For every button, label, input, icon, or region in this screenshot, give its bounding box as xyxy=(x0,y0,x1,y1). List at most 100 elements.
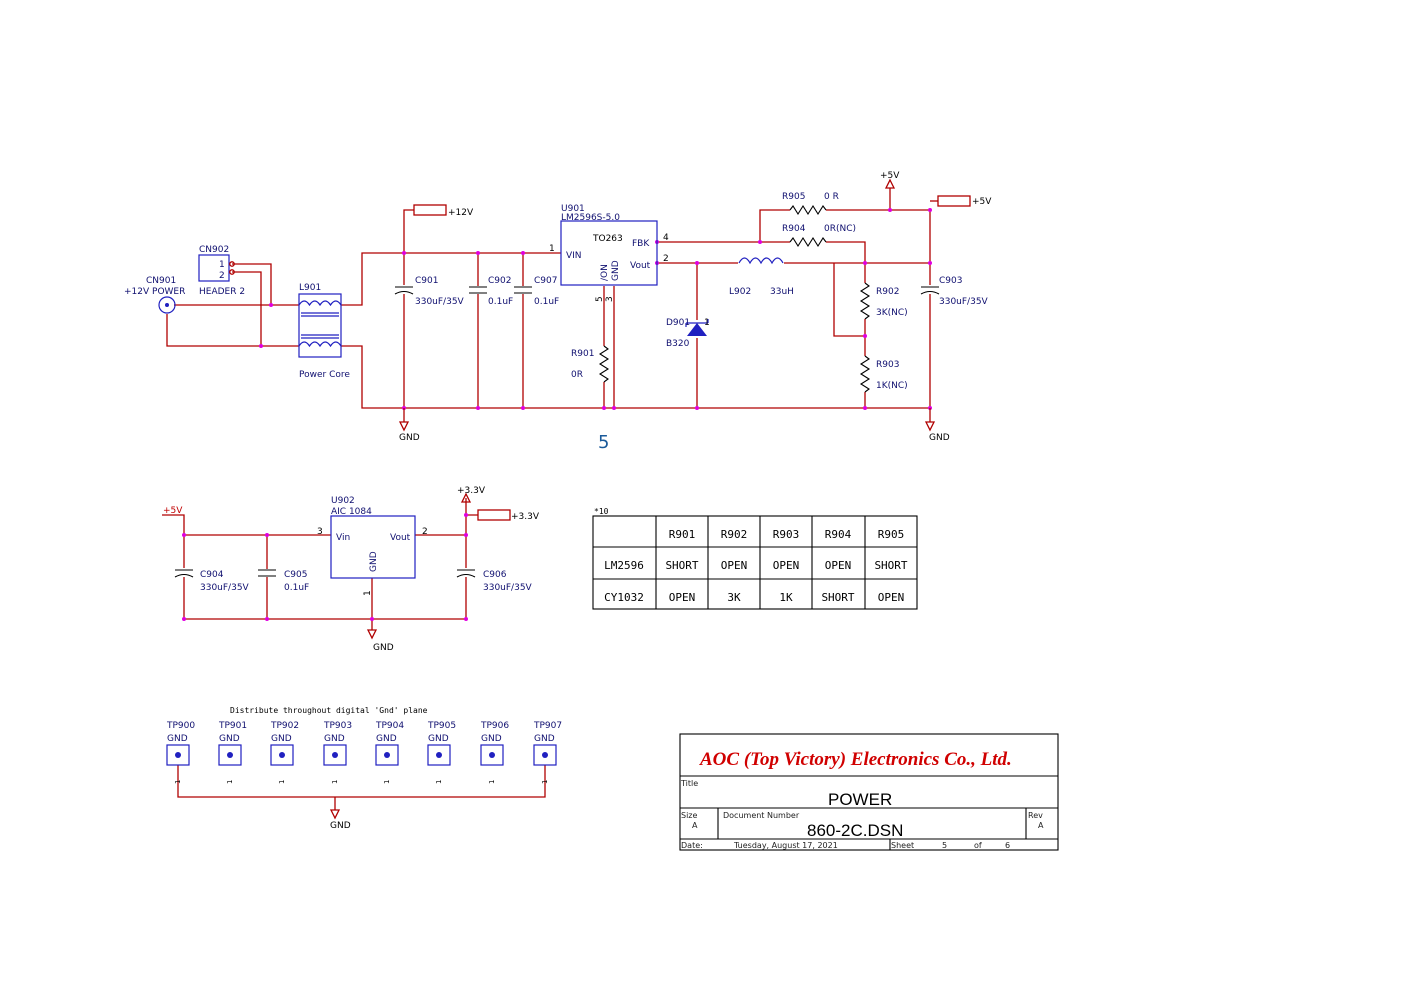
r902-resistor: R902 3K(NC) xyxy=(859,282,908,320)
gnd-symbol-right: GND xyxy=(924,408,950,443)
testpoint-dot xyxy=(279,752,285,758)
table-header-cell: R902 xyxy=(721,528,748,541)
u901-fbk: FBK xyxy=(632,239,650,249)
r902-value: 3K(NC) xyxy=(876,308,908,318)
testpoints-section: Distribute throughout digital 'Gnd' plan… xyxy=(166,706,562,831)
testpoint-ref: TP907 xyxy=(533,721,562,731)
gnd-right-label: GND xyxy=(929,433,950,443)
docnum-label: Document Number xyxy=(723,811,800,820)
testpoint-net: GND xyxy=(271,734,292,744)
p5v-out-label: +5V xyxy=(972,197,992,207)
testpoint-pad xyxy=(427,744,451,766)
c903-capacitor: C903 330uF/35V xyxy=(920,276,989,307)
c905-ref: C905 xyxy=(284,570,307,580)
regulator-section: CN901 +12V POWER CN902 1 2 HEADER 2 L901… xyxy=(124,171,992,453)
d901-pin: 1 xyxy=(704,318,710,328)
c906-ref: C906 xyxy=(483,570,507,580)
p33-top-label: +3.3V xyxy=(457,486,486,496)
cn902-ref: CN902 xyxy=(199,245,229,255)
table-cell: 3K xyxy=(727,591,741,604)
table-cell: 1K xyxy=(779,591,793,604)
table-header-cell: R904 xyxy=(825,528,852,541)
testpoint-net: GND xyxy=(534,734,555,744)
p5v-top-label: +5V xyxy=(880,171,900,181)
r901-resistor: R901 0R xyxy=(571,345,610,383)
cn901-connector: CN901 +12V POWER xyxy=(124,276,185,314)
r903-value: 1K(NC) xyxy=(876,381,908,391)
cn902-header: CN902 1 2 HEADER 2 xyxy=(198,245,245,297)
testpoint-net: GND xyxy=(219,734,240,744)
r904-value: 0R(NC) xyxy=(824,224,856,234)
c904-capacitor: C904 330uF/35V xyxy=(174,568,250,593)
rev-value: A xyxy=(1038,821,1044,830)
r905-resistor: R905 0 R xyxy=(782,192,839,216)
testpoint-dot xyxy=(332,752,338,758)
date-label: Date: xyxy=(681,841,703,850)
table-cell: SHORT xyxy=(874,559,907,572)
l902-value: 33uH xyxy=(770,287,794,297)
testpoint-net: GND xyxy=(376,734,397,744)
sheet-label: Sheet xyxy=(891,841,914,850)
p33-out-label: +3.3V xyxy=(511,512,540,522)
c904-value: 330uF/35V xyxy=(200,583,250,593)
testpoint-ref: TP906 xyxy=(480,721,509,731)
p5v-out-port: +5V xyxy=(937,195,992,207)
p12v-label: +12V xyxy=(448,208,474,218)
testpoint-dot xyxy=(436,752,442,758)
date-value: Tuesday, August 17, 2021 xyxy=(733,841,838,850)
p33-power-symbol: +3.3V xyxy=(457,486,486,503)
regulator-junctions xyxy=(259,208,932,410)
table-cell: OPEN xyxy=(773,559,800,572)
table-header-cell: R903 xyxy=(773,528,800,541)
title-value: POWER xyxy=(828,790,892,809)
table-cell: SHORT xyxy=(665,559,698,572)
r903-ref: R903 xyxy=(876,360,899,370)
testpoint-pad xyxy=(218,744,242,766)
testpoint-pin: 1 xyxy=(383,780,391,784)
c901-value: 330uF/35V xyxy=(415,297,465,307)
u901-regulator-ic: U901 LM2596S-5.0 TO263 VIN FBK Vout /ON … xyxy=(549,204,669,302)
c904-ref: C904 xyxy=(200,570,224,580)
testpoint-pad xyxy=(533,744,557,766)
regulator-wires xyxy=(166,188,938,409)
c902-ref: C902 xyxy=(488,276,511,286)
table-header-cell: R901 xyxy=(669,528,696,541)
r903-resistor: R903 1K(NC) xyxy=(859,355,908,393)
testpoint-dot xyxy=(175,752,181,758)
u901-pin4: 4 xyxy=(663,233,669,243)
title-block: AOC (Top Victory) Electronics Co., Ltd. … xyxy=(679,733,1059,851)
l902-ref: L902 xyxy=(729,287,751,297)
u901-pin3: 3 xyxy=(605,296,615,302)
u901-gnd: GND xyxy=(611,260,621,281)
c901-capacitor: C901 330uF/35V xyxy=(394,276,465,307)
gnd-symbol-left: GND xyxy=(398,408,420,443)
testpoint-ref: TP904 xyxy=(375,721,404,731)
r901-ref: R901 xyxy=(571,349,594,359)
testpoint-dot xyxy=(542,752,548,758)
u901-ref: U901 xyxy=(561,204,585,214)
p12v-port: +12V xyxy=(413,204,474,218)
size-value: A xyxy=(692,821,698,830)
u902-part: AIC 1084 xyxy=(331,507,372,517)
table-cell: LM2596 xyxy=(604,559,644,572)
r904-ref: R904 xyxy=(782,224,806,234)
ldo-p5v-label: +5V xyxy=(163,506,183,516)
ldo-section: +5V U902 AIC 1084 Vin Vout GND 3 2 1 +3.… xyxy=(162,486,540,653)
table-cell: CY1032 xyxy=(604,591,644,604)
u901-vin: VIN xyxy=(566,251,582,261)
r904-resistor: R904 0R(NC) xyxy=(782,224,856,248)
l901-label: Power Core xyxy=(299,370,350,380)
c906-value: 330uF/35V xyxy=(483,583,533,593)
testpoint-pad xyxy=(375,744,399,766)
u902-pin3: 3 xyxy=(317,527,323,537)
testpoint-ref: TP902 xyxy=(270,721,299,731)
of-label: of xyxy=(974,841,982,850)
size-label: Size xyxy=(681,811,698,820)
cn901-ref: CN901 xyxy=(146,276,176,286)
